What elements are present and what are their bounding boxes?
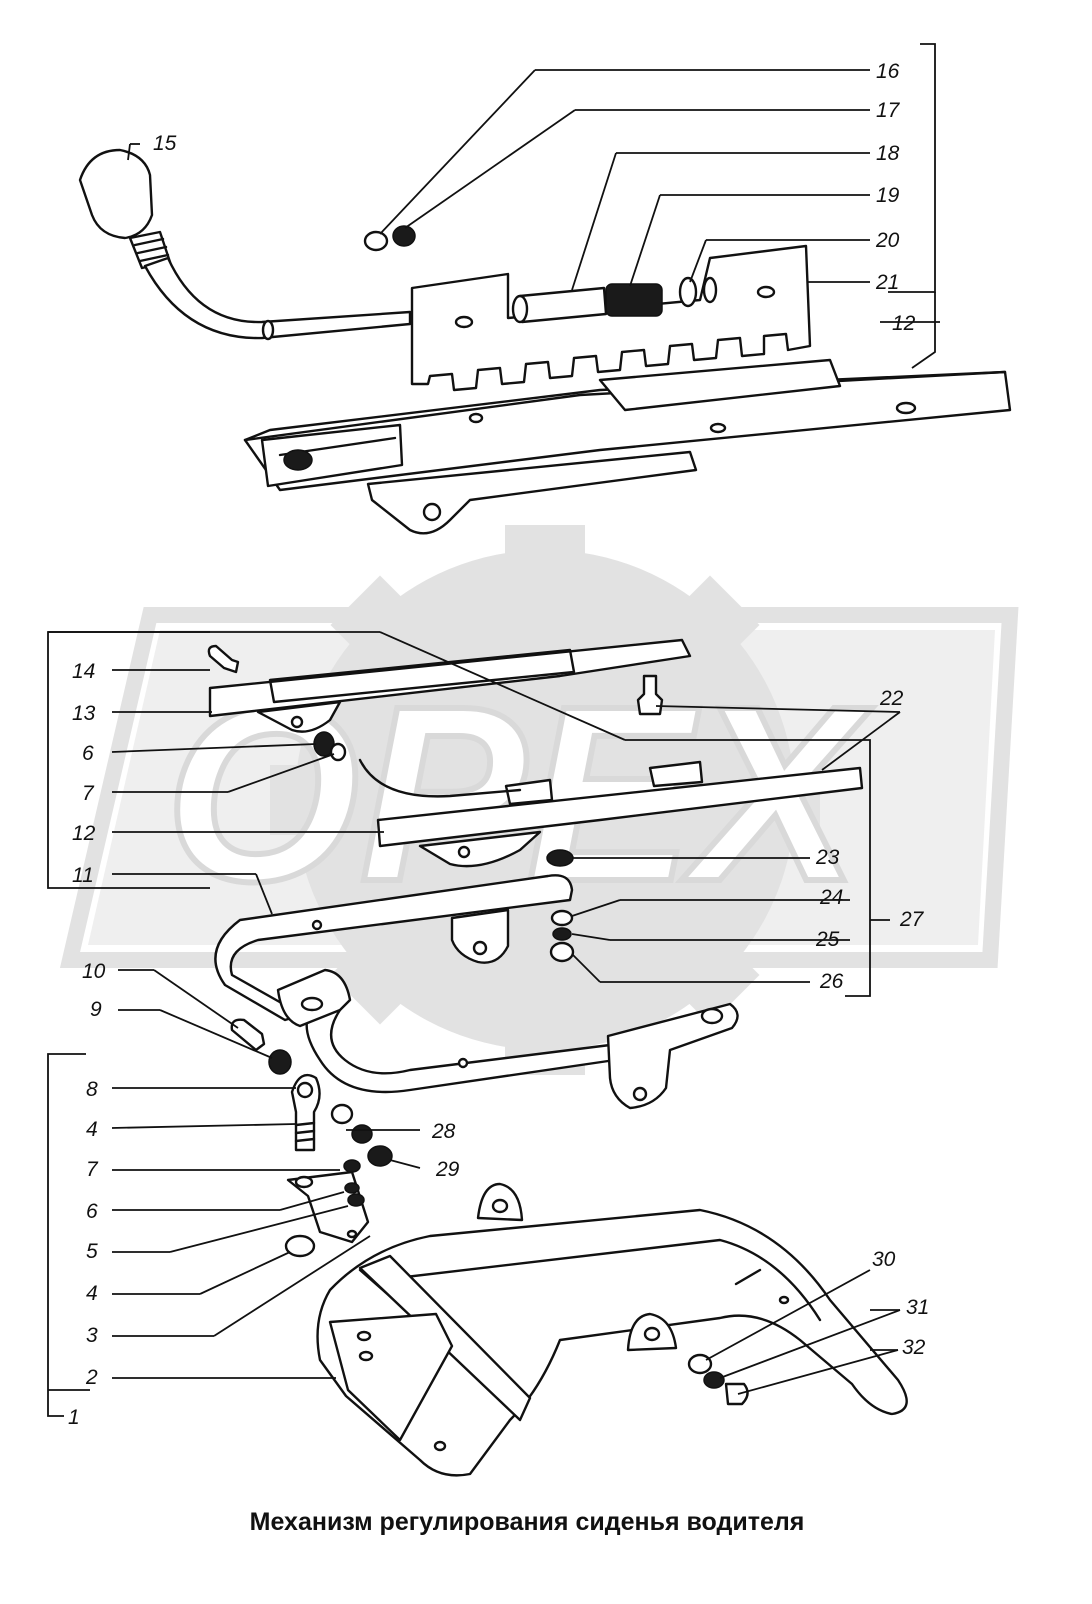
nut-26 [549, 941, 575, 963]
callout-2: 2 [85, 1366, 98, 1389]
callout-30: 30 [872, 1248, 896, 1271]
callout-11: 11 [72, 864, 94, 887]
callout-14: 14 [72, 660, 95, 683]
callout-19: 19 [876, 184, 900, 207]
callout-21: 21 [875, 271, 899, 294]
callout-26: 26 [819, 970, 844, 993]
diagram-caption: Механизм регулирования сиденья водителя [250, 1508, 805, 1536]
callout-16: 16 [876, 60, 900, 83]
washer-7 [329, 742, 347, 762]
callout-3: 3 [86, 1324, 98, 1347]
bolt-22 [636, 674, 664, 716]
callout-4-upper: 4 [86, 1118, 98, 1141]
washer-28 [351, 1124, 373, 1144]
callout-8: 8 [86, 1078, 98, 1101]
washer-31 [703, 1371, 725, 1389]
washer-24 [550, 909, 574, 927]
washer-25 [552, 927, 572, 941]
base-frame-2 [316, 1208, 908, 1477]
callout-9: 9 [90, 998, 102, 1021]
callout-20: 20 [875, 229, 900, 252]
callout-31: 31 [906, 1296, 929, 1319]
callout-23: 23 [815, 846, 840, 869]
callout-4-lower: 4 [86, 1282, 98, 1305]
lever-knob [78, 148, 154, 240]
callout-15: 15 [153, 132, 177, 155]
callout-labels: 16 17 18 19 20 21 12 15 14 13 6 7 12 11 … [68, 60, 929, 1429]
callout-10: 10 [82, 960, 106, 983]
nut-17 [392, 225, 416, 247]
callout-25: 25 [815, 928, 840, 951]
callout-5: 5 [86, 1240, 98, 1263]
lower-assembly [230, 1018, 908, 1477]
callout-1: 1 [68, 1406, 80, 1429]
adjustment-lever [143, 256, 412, 340]
slide-rail-12 [376, 766, 864, 848]
callout-27: 27 [899, 908, 925, 931]
callout-18: 18 [876, 142, 900, 165]
callout-13: 13 [72, 702, 96, 725]
callout-22: 22 [879, 687, 904, 710]
callout-17: 17 [876, 99, 901, 122]
upper-assembly [78, 148, 1012, 535]
washer-20 [678, 276, 698, 308]
leader-lines [47, 43, 940, 1417]
middle-assembly [207, 638, 864, 1110]
callout-6-upper: 6 [82, 742, 94, 765]
callout-12-upper: 12 [892, 312, 916, 335]
nut-4 [284, 1234, 316, 1258]
callout-12-middle: 12 [72, 822, 96, 845]
upper-slide-rail [243, 370, 1012, 492]
callout-28: 28 [431, 1120, 456, 1143]
bolt-16 [363, 230, 389, 252]
callout-7-lower: 7 [86, 1158, 99, 1181]
nut-9 [268, 1049, 292, 1075]
callout-7-upper: 7 [82, 782, 95, 805]
nut-29 [367, 1145, 393, 1167]
bolt-14 [207, 644, 240, 674]
callout-29: 29 [435, 1158, 460, 1181]
callout-6-lower: 6 [86, 1200, 98, 1223]
washer-30 [687, 1353, 713, 1375]
bolt-10 [230, 1018, 266, 1052]
callout-24: 24 [819, 886, 843, 909]
spring-19 [605, 283, 663, 317]
callout-32: 32 [902, 1336, 926, 1359]
washer-23 [546, 849, 574, 867]
bolt-32 [724, 1382, 749, 1406]
